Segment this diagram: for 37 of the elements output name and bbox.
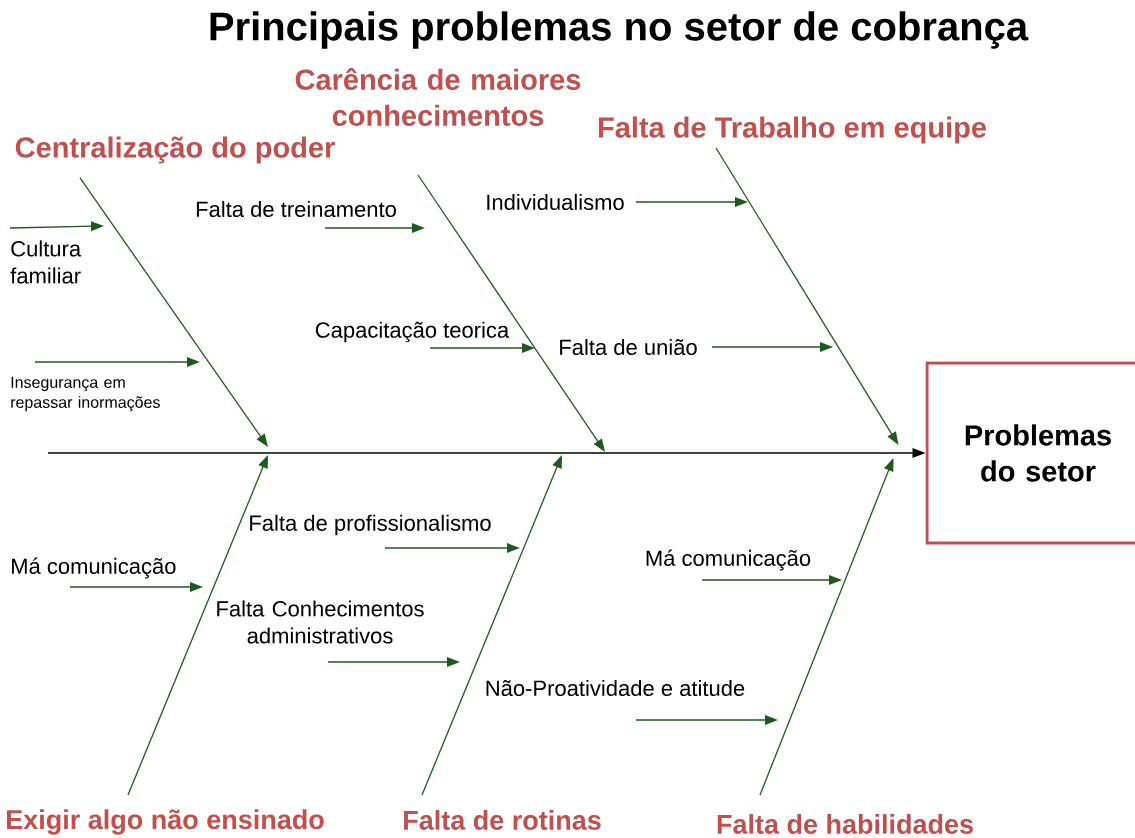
cause-label: Cultura familiar: [10, 240, 82, 284]
arrow: [711, 342, 833, 352]
category-heading: Falta de Trabalho em equipe: [598, 116, 986, 144]
bone-arrow: [417, 174, 605, 452]
cause-label: Falta de treinamento: [196, 200, 396, 218]
cause-label: Má comunicação: [646, 549, 811, 571]
arrow: [9, 221, 104, 232]
arrow: [701, 575, 842, 585]
spine-arrow: [47, 448, 926, 458]
arrow: [327, 657, 460, 667]
bone-arrow: [127, 455, 268, 796]
category-heading: Carência de maiores conhecimentos: [295, 68, 581, 126]
effect-box: Problemas do setor: [925, 361, 1135, 545]
cause-label: Capacitação teorica: [315, 321, 510, 343]
category-heading: Centralização do poder: [15, 136, 335, 164]
category-heading: Exigir algo não ensinado: [7, 809, 324, 835]
arrow: [429, 343, 535, 353]
cause-label: Individualismo: [487, 193, 624, 211]
title: Principais problemas no setor de cobrança: [210, 11, 1029, 49]
bone-arrow: [79, 177, 268, 447]
bone-arrow: [715, 147, 899, 445]
arrow: [69, 582, 203, 592]
cause-label: Má comunicação: [12, 557, 176, 579]
cause-label: Não-Proatividade e atitude: [486, 679, 745, 697]
cause-label: Insegurança em repassar inormações: [11, 376, 160, 412]
arrow: [635, 715, 778, 725]
bone-arrow: [421, 455, 562, 796]
arrow: [384, 543, 520, 553]
arrow: [635, 197, 748, 207]
category-heading: Falta de habilidades: [717, 814, 973, 834]
cause-label: Falta de profissionalismo: [250, 514, 491, 536]
arrow: [34, 357, 200, 367]
arrow: [324, 223, 425, 233]
category-heading: Falta de rotinas: [404, 810, 601, 830]
cause-label: Falta de união: [560, 338, 697, 356]
cause-label: Falta Conhecimentos administrativos: [217, 600, 424, 644]
bone-arrow: [759, 458, 894, 796]
